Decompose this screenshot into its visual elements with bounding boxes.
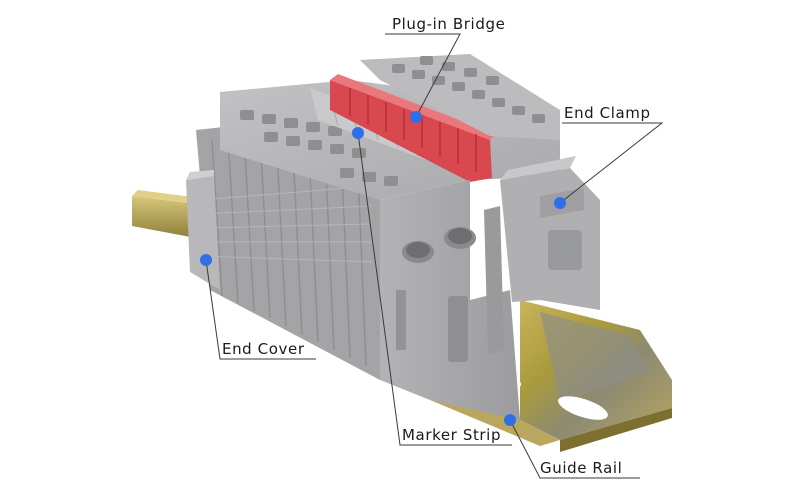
leader-lines bbox=[205, 33, 664, 479]
marker-marker-strip bbox=[352, 127, 364, 139]
screw-holes-left bbox=[240, 110, 398, 186]
label-marker-strip: Marker Strip bbox=[402, 426, 501, 444]
marker-guide-rail bbox=[504, 414, 516, 426]
plug-in-bridge-part bbox=[330, 74, 496, 182]
marker-end-cover bbox=[200, 254, 212, 266]
label-guide-rail: Guide Rail bbox=[540, 459, 622, 477]
marker-end-clamp bbox=[554, 197, 566, 209]
terminal-block-body bbox=[186, 54, 600, 420]
marker-plug-in-bridge bbox=[410, 111, 422, 123]
label-end-clamp: End Clamp bbox=[564, 104, 651, 122]
screw-holes-right bbox=[392, 56, 545, 123]
label-plug-in-bridge: Plug-in Bridge bbox=[392, 15, 505, 33]
callout-labels: Plug-in Bridge End Clamp End Cover Marke… bbox=[222, 15, 651, 477]
end-clamp-part bbox=[500, 156, 600, 310]
label-end-cover: End Cover bbox=[222, 340, 305, 358]
callout-markers bbox=[200, 111, 566, 426]
